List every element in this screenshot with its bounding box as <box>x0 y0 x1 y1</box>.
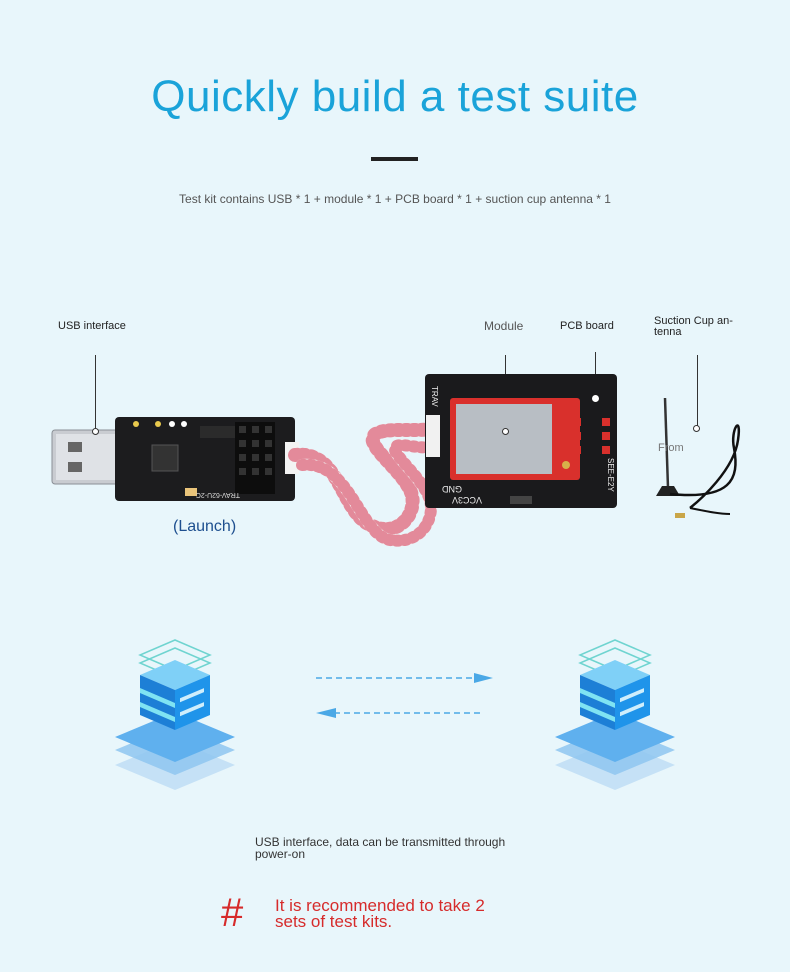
usb-pointer-dot <box>92 428 99 435</box>
pcb-pointer-dot <box>592 395 599 402</box>
server-stack-icon <box>115 639 235 790</box>
recommendation-note: It is recommended to take 2 sets of test… <box>275 896 485 931</box>
arrow-left-icon <box>316 708 482 718</box>
usb-interface-label: USB interface <box>58 320 126 332</box>
svg-text:TRAV: TRAV <box>430 386 439 407</box>
note-hash-symbol: # <box>221 891 244 935</box>
server-stack-icon <box>555 639 675 790</box>
transfer-arrows <box>316 673 493 718</box>
usb-plug <box>51 429 131 485</box>
module-label: Module <box>484 319 524 333</box>
antenna-pointer-dot <box>693 425 700 432</box>
page-title: Quickly build a test suite <box>151 72 639 121</box>
antenna-from-label: From <box>658 442 684 454</box>
title-divider <box>371 157 418 161</box>
svg-text:SEE-E2Y: SEE-E2Y <box>606 458 615 492</box>
usb-adapter-board: TRAV-62U-2C <box>115 417 299 501</box>
ribbon-cable <box>288 421 444 547</box>
kit-contents: Test kit contains USB * 1 + module * 1 +… <box>179 192 611 206</box>
usb-leader-line <box>95 355 96 429</box>
module-pointer-dot <box>502 428 509 435</box>
suction-cup-antenna <box>656 397 741 518</box>
launch-label: (Launch) <box>173 518 237 535</box>
hardware-illustration: TRAV-62U-2C VCC3V GND TRAV SEE-E2Y <box>51 374 741 547</box>
transfer-info: USB interface, data can be transmitted t… <box>255 835 506 861</box>
svg-text:TRAV-62U-2C: TRAV-62U-2C <box>196 491 240 498</box>
arrow-right-icon <box>316 673 493 683</box>
svg-text:GND: GND <box>442 484 463 494</box>
pcb-board-label: PCB board <box>560 320 614 332</box>
svg-text:VCC3V: VCC3V <box>452 495 482 505</box>
pcb-board: VCC3V GND TRAV SEE-E2Y <box>425 374 617 508</box>
antenna-label: Suction Cup an- tenna <box>654 315 733 338</box>
antenna-leader-line <box>697 355 698 429</box>
